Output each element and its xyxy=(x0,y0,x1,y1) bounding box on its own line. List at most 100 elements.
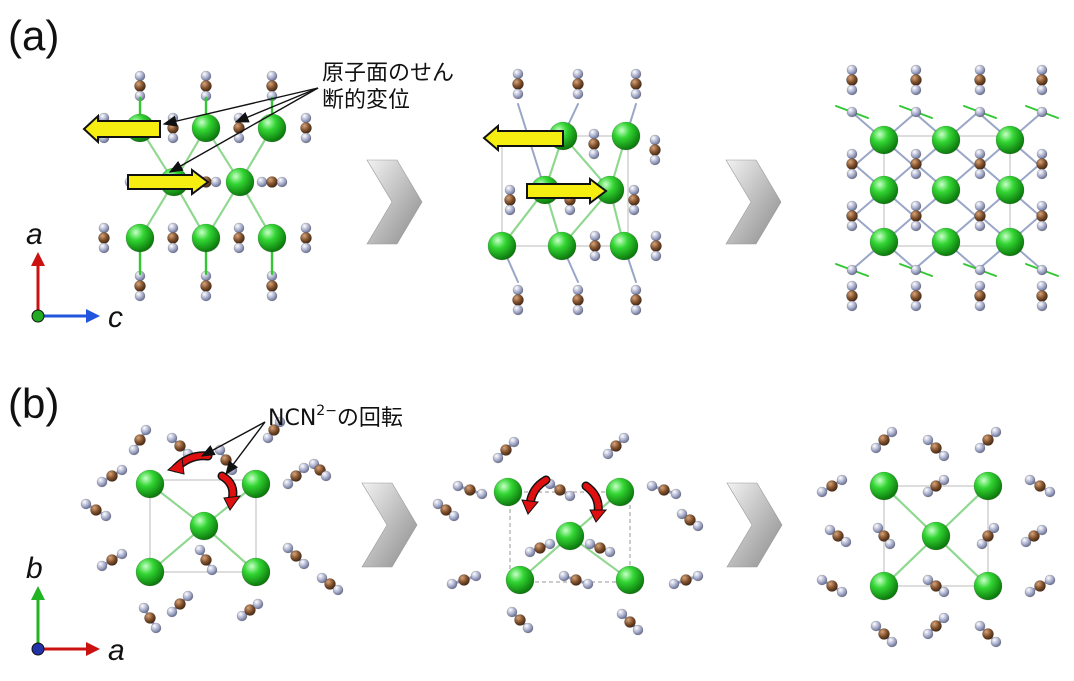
nitrogen-atom xyxy=(588,148,600,160)
carbon-atom xyxy=(134,434,146,446)
nitrogen-atom xyxy=(300,222,312,234)
crystal-structures xyxy=(80,64,1059,648)
nitrogen-atom xyxy=(836,586,848,598)
annotation-shear-line1: 原子面のせん xyxy=(322,61,454,86)
nitrogen-atom xyxy=(1036,200,1048,212)
nitrogen-atom xyxy=(846,200,858,212)
nitrogen-atom xyxy=(166,606,178,618)
annotation-rotation-prefix: NCN xyxy=(268,406,316,431)
nitrogen-atom xyxy=(1036,264,1048,276)
carbon-atom xyxy=(244,604,256,616)
carbon-atom xyxy=(266,176,278,188)
nitrogen-atom xyxy=(167,132,179,144)
metal-atom xyxy=(493,477,523,507)
nitrogen-atom xyxy=(262,432,274,444)
nitrogen-atom xyxy=(210,176,222,188)
annotation-rotation: NCN2−の回転 xyxy=(268,403,403,431)
carbon-atom xyxy=(512,78,524,90)
metal-atom xyxy=(191,223,221,253)
nitrogen-atom xyxy=(676,508,688,520)
carbon-atom xyxy=(649,144,661,156)
nitrogen-atom xyxy=(1036,524,1048,536)
nitrogen-atom xyxy=(988,522,1000,534)
nitrogen-atom xyxy=(432,498,444,510)
nitrogen-atom xyxy=(976,538,988,550)
nitrogen-atom xyxy=(572,68,584,80)
nitrogen-atom xyxy=(138,602,150,614)
carbon-atom xyxy=(624,616,636,628)
carbon-atom xyxy=(930,442,942,454)
metal-atom xyxy=(257,113,287,143)
nitrogen-atom xyxy=(572,88,584,100)
nitrogen-atom xyxy=(974,442,986,454)
carbon-atom xyxy=(982,434,994,446)
metal-atom xyxy=(921,521,951,551)
annotation-pointers-a xyxy=(162,87,319,173)
nitrogen-atom xyxy=(910,220,922,232)
metal-atom xyxy=(189,511,219,541)
nitrogen-atom xyxy=(910,200,922,212)
nitrogen-atom xyxy=(589,230,601,242)
nitrogen-atom xyxy=(616,608,628,620)
nitrogen-atom xyxy=(990,426,1002,438)
nitrogen-atom xyxy=(1036,220,1048,232)
shift-arrow-icon xyxy=(482,123,564,153)
nitrogen-atom xyxy=(922,434,934,446)
nitrogen-atom xyxy=(836,474,848,486)
nitrogen-atom xyxy=(816,574,828,586)
metal-atom xyxy=(869,227,899,257)
nitrogen-atom xyxy=(320,470,332,482)
nitrogen-atom xyxy=(298,462,310,474)
carbon-atom xyxy=(594,542,606,554)
nitrogen-atom xyxy=(134,70,146,82)
metal-atom xyxy=(609,231,639,261)
nitrogen-atom xyxy=(1024,474,1036,486)
nitrogen-atom xyxy=(504,204,516,216)
carbon-atom xyxy=(106,554,118,566)
nitrogen-atom xyxy=(470,570,482,582)
axis-label-a-vertical: a xyxy=(26,218,43,251)
nitrogen-atom xyxy=(602,448,614,460)
carbon-atom xyxy=(504,194,516,206)
nitrogen-atom xyxy=(846,264,858,276)
carbon-atom xyxy=(514,614,526,626)
carbon-atom xyxy=(174,440,186,452)
shift-arrow-icon xyxy=(82,113,161,145)
nitrogen-atom xyxy=(200,290,212,302)
nitrogen-atom xyxy=(572,284,584,296)
carbon-atom xyxy=(589,240,601,252)
carbon-atom xyxy=(570,574,582,586)
nitrogen-atom xyxy=(910,300,922,312)
carbon-atom xyxy=(610,440,622,452)
metal-atom xyxy=(869,125,899,155)
metal-atom xyxy=(615,565,645,595)
nitrogen-atom xyxy=(128,444,140,456)
nitrogen-atom xyxy=(846,148,858,160)
carbon-atom xyxy=(930,580,942,592)
nitrogen-atom xyxy=(910,280,922,292)
carbon-atom xyxy=(90,504,102,516)
carbon-atom xyxy=(266,280,278,292)
metal-atom xyxy=(135,557,165,587)
nitrogen-atom xyxy=(558,570,570,582)
nitrogen-atom xyxy=(512,304,524,316)
nitrogen-atom xyxy=(646,480,658,492)
annotation-shear-line2: 断的変位 xyxy=(322,88,410,113)
metal-atom xyxy=(605,477,635,507)
nitrogen-atom xyxy=(870,442,882,454)
metal-atom xyxy=(973,571,1003,601)
metal-atom xyxy=(191,113,221,143)
nitrogen-atom xyxy=(1036,106,1048,118)
carbon-atom xyxy=(300,232,312,244)
annotation-rotation-sup: 2− xyxy=(316,403,337,419)
nitrogen-atom xyxy=(1036,64,1048,76)
carbon-atom xyxy=(878,434,890,446)
nitrogen-atom xyxy=(846,106,858,118)
carbon-atom xyxy=(930,480,942,492)
nitrogen-atom xyxy=(670,488,682,500)
nitrogen-atom xyxy=(316,572,328,584)
nitrogen-atom xyxy=(628,204,640,216)
panel-label-a: (a) xyxy=(8,12,59,59)
nitrogen-atom xyxy=(824,524,836,536)
carbon-atom xyxy=(106,470,118,482)
